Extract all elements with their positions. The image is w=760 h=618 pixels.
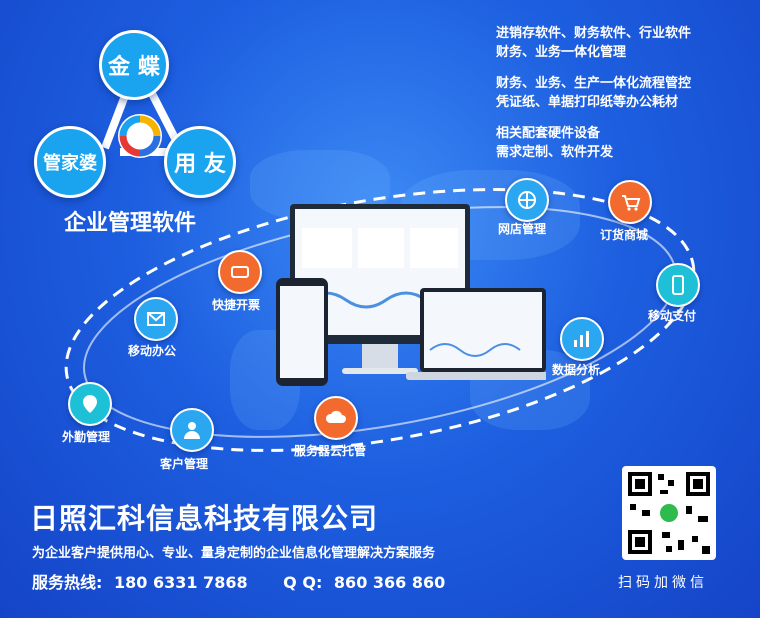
qr-caption: 扫码加微信 — [618, 575, 708, 591]
company-name: 日照汇科信息科技有限公司 — [30, 502, 379, 535]
services-group-1: 进销存软件、财务软件、行业软件 财务、业务一体化管理 — [496, 24, 691, 62]
node-label-invoice: 快捷开票 — [212, 298, 261, 312]
hotline-label: 服务热线: — [32, 573, 103, 592]
hotline-number: 180 6331 7868 — [113, 573, 248, 592]
qq-label: Q Q: — [283, 573, 323, 592]
slogan: 为企业客户提供用心、专业、量身定制的企业信息化管理解决方案服务 — [32, 546, 436, 561]
service-line: 进销存软件、财务软件、行业软件 — [496, 26, 692, 41]
services-group-2: 财务、业务、生产一体化流程管控 凭证纸、单据打印纸等办公耗材 — [496, 74, 691, 112]
ticket-icon[interactable] — [218, 250, 262, 294]
service-line: 凭证纸、单据打印纸等办公耗材 — [496, 95, 679, 110]
node-label-mobile-office: 移动办公 — [128, 344, 177, 358]
node-label-mobile-pay: 移动支付 — [648, 309, 697, 323]
hotline: 服务热线: 180 6331 7868 Q Q: 860 366 860 — [32, 569, 445, 593]
service-line: 财务、业务、生产一体化流程管控 — [496, 76, 692, 91]
mobile-pay-icon[interactable] — [656, 263, 700, 307]
service-line: 财务、业务一体化管理 — [496, 45, 627, 60]
brand-kingdee: 金 蝶 — [99, 30, 169, 100]
service-line: 相关配套硬件设备 — [496, 126, 601, 141]
cloud-icon[interactable] — [314, 396, 358, 440]
wechat-qr-code — [622, 466, 716, 560]
node-label-data-analysis: 数据分析 — [552, 363, 601, 377]
user-icon[interactable] — [170, 408, 214, 452]
brand-guanjiapo: 管家婆 — [34, 126, 106, 198]
software-title: 企业管理软件 — [64, 211, 197, 236]
services-group-3: 相关配套硬件设备 需求定制、软件开发 — [496, 124, 613, 162]
service-line: 需求定制、软件开发 — [496, 145, 614, 160]
node-label-customer: 客户管理 — [160, 457, 209, 471]
cart-icon[interactable] — [608, 180, 652, 224]
chart-icon[interactable] — [560, 317, 604, 361]
node-label-field-work: 外勤管理 — [62, 430, 111, 444]
globe-icon[interactable] — [505, 178, 549, 222]
node-label-cloud-hosting: 服务器云托管 — [294, 444, 367, 458]
devices-illustration — [276, 204, 546, 386]
mail-icon[interactable] — [134, 297, 178, 341]
qq-number: 860 366 860 — [333, 573, 446, 592]
node-label-online-store: 网店管理 — [498, 222, 547, 236]
node-label-order-mall: 订货商城 — [600, 228, 649, 242]
location-icon[interactable] — [68, 382, 112, 426]
brand-yonyou: 用 友 — [164, 126, 236, 198]
